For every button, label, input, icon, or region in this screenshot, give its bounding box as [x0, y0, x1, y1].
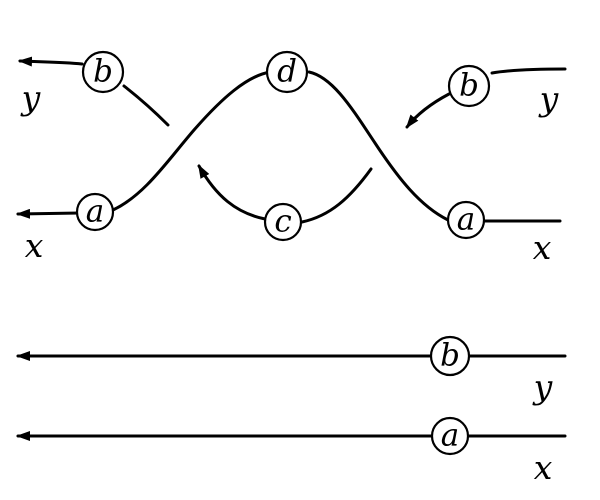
- svg-text:d: d: [277, 54, 297, 90]
- svg-text:a: a: [457, 202, 475, 238]
- top-strand-b-left-to-gap: [122, 84, 170, 127]
- svg-text:a: a: [86, 194, 104, 230]
- node-b-right: b: [447, 64, 491, 108]
- svg-text:c: c: [274, 204, 291, 240]
- svg-text:b: b: [459, 68, 479, 104]
- node-d-top: d: [265, 50, 309, 94]
- top-left-upper-wire: [18, 56, 84, 67]
- node-c-middle: c: [263, 202, 303, 242]
- svg-text:a: a: [441, 418, 459, 454]
- bottom-node-b: b: [429, 335, 471, 377]
- label-x-right: x: [533, 228, 552, 267]
- label-y-right: y: [538, 79, 559, 118]
- node-a-left: a: [75, 192, 115, 232]
- top-strand-c-right: [300, 167, 373, 224]
- node-b-left: b: [81, 50, 125, 94]
- bottom-node-a: a: [430, 416, 470, 456]
- svg-text:b: b: [93, 54, 113, 90]
- label-y-left: y: [20, 78, 41, 117]
- top-strand-d: [111, 70, 450, 222]
- top-strand-c-left-arrow: [197, 164, 267, 221]
- bottom-parallel-group: b a y x: [16, 335, 567, 487]
- node-a-right: a: [446, 200, 486, 240]
- top-left-lower-wire: [16, 208, 82, 219]
- label-x-left: x: [25, 226, 44, 265]
- bottom-label-y: y: [532, 367, 553, 406]
- top-braid-group: b d b a c a y y x x: [16, 50, 567, 267]
- top-strand-b-right-arrow: [405, 92, 451, 129]
- bottom-label-x: x: [534, 448, 553, 487]
- svg-text:b: b: [440, 338, 460, 374]
- top-right-upper-wire: [490, 67, 567, 75]
